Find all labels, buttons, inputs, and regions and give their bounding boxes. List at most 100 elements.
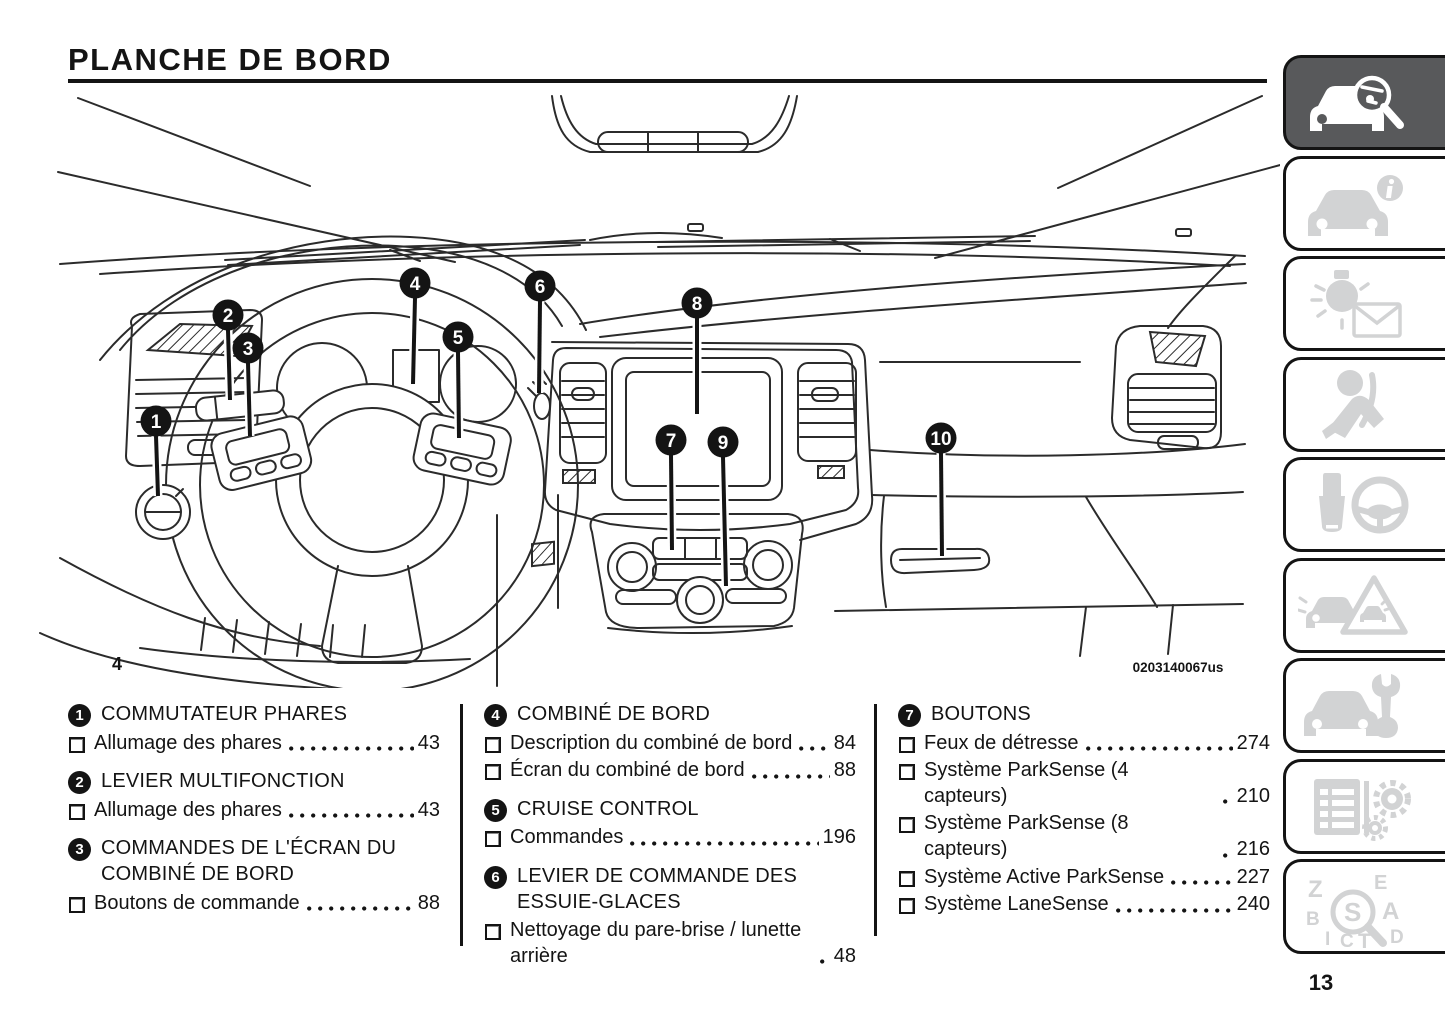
sidebar-tab-index[interactable]: Z E B A I C T D S bbox=[1283, 859, 1445, 954]
section-title: CRUISE CONTROL bbox=[517, 797, 699, 820]
dot-leader bbox=[306, 906, 414, 912]
section-title: COMMANDES DE L'ÉCRAN DU COMBINÉ DE BORD bbox=[101, 837, 397, 885]
sidebar-tab-technical-data[interactable] bbox=[1283, 759, 1445, 854]
sidebar-tab-starting-driving[interactable] bbox=[1283, 457, 1445, 552]
toc-section: 4 COMBINÉ DE BORD Description du combiné… bbox=[484, 702, 856, 784]
entry-label: Commandes bbox=[510, 826, 624, 849]
callout-6: 6 bbox=[524, 270, 556, 394]
callout-4: 4 bbox=[399, 267, 431, 385]
square-bullet-icon bbox=[899, 817, 915, 834]
square-bullet-icon bbox=[485, 831, 501, 848]
column-divider-1 bbox=[460, 704, 463, 946]
entry-label: Système ParkSense (8 capteurs) bbox=[924, 812, 1129, 860]
sidebar-tab-dashboard[interactable] bbox=[1283, 55, 1445, 150]
square-bullet-icon bbox=[485, 764, 501, 781]
callout-9: 9 bbox=[707, 426, 739, 587]
dot-leader bbox=[288, 746, 414, 752]
svg-text:A: A bbox=[1382, 898, 1399, 925]
dot-leader bbox=[799, 746, 830, 752]
svg-text:I: I bbox=[1325, 929, 1330, 949]
callout-7: 7 bbox=[655, 424, 687, 551]
square-bullet-icon bbox=[899, 736, 915, 753]
svg-text:9: 9 bbox=[718, 433, 729, 454]
section-number-badge: 3 bbox=[68, 838, 91, 862]
toc-entry: Système ParkSense (8 capteurs) 216 bbox=[898, 811, 1270, 862]
toc-section: 6 LEVIER DE COMMANDE DES ESSUIE-GLACES N… bbox=[484, 864, 856, 969]
entry-page: 240 bbox=[1236, 893, 1270, 916]
sidebar-tab-safety[interactable] bbox=[1283, 357, 1445, 452]
svg-text:T: T bbox=[1358, 930, 1371, 949]
occupant-safety-icon bbox=[1298, 363, 1418, 447]
entry-page: 216 bbox=[1236, 837, 1270, 860]
callout-5: 5 bbox=[442, 321, 474, 439]
entry-label: Allumage des phares bbox=[94, 731, 282, 754]
entry-page: 88 bbox=[417, 891, 440, 914]
entry-page: 210 bbox=[1236, 784, 1270, 807]
callout-3: 3 bbox=[232, 332, 264, 437]
sidebar-tab-warning-lights[interactable] bbox=[1283, 256, 1445, 351]
toc-entry: Nettoyage du pare-brise / lunette arrièr… bbox=[484, 918, 856, 969]
dashboard-figure: 1 2 3 4 5 6 7 bbox=[0, 88, 1285, 693]
toc-column-2: 4 COMBINÉ DE BORD Description du combiné… bbox=[484, 702, 856, 982]
entry-label: Système ParkSense (4 capteurs) bbox=[924, 759, 1129, 807]
alphabetical-index-icon: Z E B A I C T D S bbox=[1298, 865, 1418, 949]
svg-text:E: E bbox=[1374, 872, 1387, 894]
column-divider-2 bbox=[874, 704, 877, 936]
entry-page: 84 bbox=[833, 731, 856, 754]
dot-leader bbox=[1222, 799, 1233, 805]
callout-2: 2 bbox=[212, 299, 244, 401]
bulb-message-icon bbox=[1298, 262, 1418, 346]
section-title: LEVIER MULTIFONCTION bbox=[101, 770, 345, 793]
entry-label: Système Active ParkSense bbox=[924, 865, 1165, 888]
svg-text:6: 6 bbox=[535, 277, 546, 298]
emergency-triangle-icon bbox=[1298, 564, 1418, 648]
figure-code: 0203140067us bbox=[1133, 660, 1224, 675]
sidebar-tab-maintenance[interactable] bbox=[1283, 658, 1445, 753]
toc-section: 2 LEVIER MULTIFONCTION Allumage des phar… bbox=[68, 769, 440, 823]
title-underline bbox=[68, 79, 1267, 83]
section-number-badge: 1 bbox=[68, 704, 91, 727]
callout-8: 8 bbox=[681, 287, 713, 414]
dot-leader bbox=[1085, 746, 1233, 752]
svg-text:5: 5 bbox=[453, 328, 464, 349]
section-number-badge: 6 bbox=[484, 865, 507, 889]
toc-entry: Allumage des phares 43 bbox=[68, 731, 440, 757]
specs-gears-icon bbox=[1298, 765, 1418, 849]
section-number-badge: 2 bbox=[68, 771, 91, 795]
section-title: BOUTONS bbox=[931, 703, 1031, 725]
entry-page: 274 bbox=[1236, 731, 1270, 754]
svg-text:10: 10 bbox=[930, 429, 951, 450]
section-title: COMBINÉ DE BORD bbox=[517, 703, 711, 725]
svg-text:2: 2 bbox=[223, 306, 234, 327]
dot-leader bbox=[288, 813, 414, 819]
callout-10: 10 bbox=[925, 422, 957, 557]
section-number-badge: 4 bbox=[484, 704, 507, 727]
entry-page: 43 bbox=[417, 731, 440, 754]
callout-1: 1 bbox=[140, 405, 172, 497]
toc-section: 1 COMMUTATEUR PHARES Allumage des phares… bbox=[68, 702, 440, 756]
svg-text:S: S bbox=[1344, 897, 1361, 927]
figure-number: 4 bbox=[112, 654, 122, 674]
square-bullet-icon bbox=[69, 896, 85, 913]
car-search-icon bbox=[1298, 61, 1418, 145]
sidebar-tab-car-info[interactable] bbox=[1283, 156, 1445, 251]
dot-leader bbox=[751, 773, 830, 779]
dot-leader bbox=[630, 840, 819, 846]
svg-text:4: 4 bbox=[410, 274, 421, 295]
svg-text:8: 8 bbox=[692, 294, 703, 315]
sidebar-tab-emergency[interactable] bbox=[1283, 558, 1445, 653]
entry-label: Système LaneSense bbox=[924, 893, 1109, 916]
toc-entry: Système Active ParkSense 227 bbox=[898, 865, 1270, 891]
svg-text:1: 1 bbox=[151, 412, 162, 433]
entry-label: Nettoyage du pare-brise / lunette arrièr… bbox=[510, 919, 802, 967]
entry-page: 227 bbox=[1236, 865, 1270, 888]
